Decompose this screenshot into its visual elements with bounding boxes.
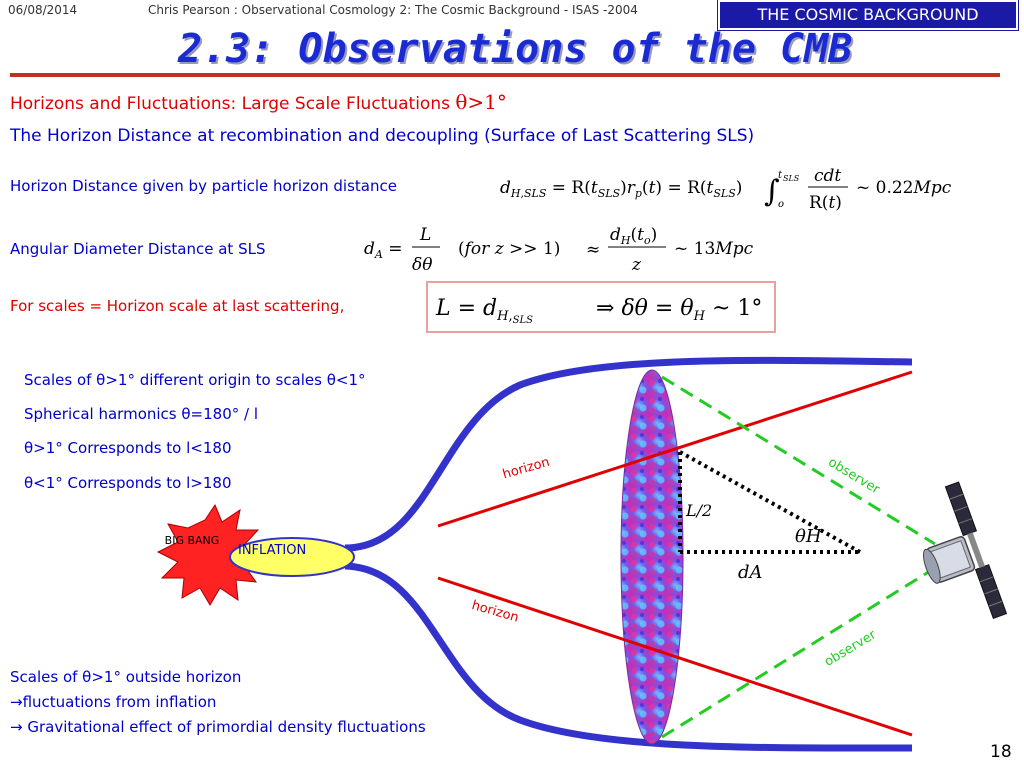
section-badge: THE COSMIC BACKGROUND bbox=[717, 0, 1019, 31]
observer-line-lower bbox=[661, 566, 936, 739]
svg-text:L: L bbox=[419, 225, 431, 245]
particle-horizon-equation: dH,SLS = R(tSLS)rp(t) = R(tSLS) ∫ t SLS … bbox=[496, 163, 976, 213]
page-number: 18 bbox=[990, 742, 1012, 762]
svg-text:t: t bbox=[778, 170, 783, 181]
svg-text:(for z >> 1): (for z >> 1) bbox=[458, 239, 560, 259]
angular-distance-equation-svg: dA = L δθ (for z >> 1) ≈ dH(to) z ~ 13Mp… bbox=[364, 225, 754, 275]
left-note-3: θ>1° Corresponds to l<180 bbox=[24, 439, 232, 457]
satellite-icon bbox=[922, 481, 1008, 619]
page-title: 2.3: Observations of the CMB bbox=[178, 26, 853, 72]
bottom-note-2: →fluctuations from inflation bbox=[10, 693, 217, 711]
horizon-distance-heading: The Horizon Distance at recombination an… bbox=[10, 126, 755, 146]
bottom-note-1: Scales of θ>1° outside horizon bbox=[10, 668, 242, 686]
subtitle-text: Horizons and Fluctuations: Large Scale F… bbox=[10, 94, 450, 114]
universe-cone-lower bbox=[344, 562, 913, 752]
svg-text:dA =: dA = bbox=[364, 239, 403, 261]
horizon-angle-equation-svg: L = dH,SLS ⇒ δθ = θH ~ 1° bbox=[435, 296, 762, 326]
left-note-4: θ<1° Corresponds to l>180 bbox=[24, 474, 232, 492]
left-note-2: Spherical harmonics θ=180° / l bbox=[24, 405, 259, 423]
svg-text:~ 13Mpc: ~ 13Mpc bbox=[674, 239, 754, 259]
bottom-note-3: → Gravitational effect of primordial den… bbox=[10, 718, 426, 736]
inflation-ellipse bbox=[229, 537, 355, 577]
header-date: 06/08/2014 bbox=[8, 3, 78, 17]
subtitle: Horizons and Fluctuations: Large Scale F… bbox=[10, 90, 507, 114]
svg-text:cdt: cdt bbox=[814, 166, 841, 186]
svg-text:R(t): R(t) bbox=[809, 193, 842, 213]
half-length-label: L/2 bbox=[686, 501, 713, 520]
big-bang-star bbox=[156, 503, 264, 606]
particle-horizon-text: Horizon Distance given by particle horiz… bbox=[10, 177, 397, 195]
svg-text:≈: ≈ bbox=[586, 240, 600, 260]
svg-text:z: z bbox=[631, 255, 642, 275]
observer-line-upper bbox=[661, 375, 936, 546]
scales-text: For scales = Horizon scale at last scatt… bbox=[10, 297, 345, 315]
universe-cone-upper bbox=[344, 356, 913, 552]
theta-h-label: θH bbox=[795, 526, 822, 547]
svg-text:δθ: δθ bbox=[412, 255, 432, 275]
d-a-label: dA bbox=[738, 562, 763, 583]
inflation-label: INFLATION bbox=[238, 543, 307, 558]
subtitle-math: θ>1° bbox=[455, 90, 507, 114]
svg-text:L = dH,SLS: L = dH,SLS bbox=[435, 296, 533, 326]
svg-text:⇒ δθ = θH ~ 1°: ⇒ δθ = θH ~ 1° bbox=[596, 296, 762, 324]
svg-text:∫: ∫ bbox=[764, 174, 780, 209]
horizon-line-upper bbox=[437, 370, 913, 528]
title-rule bbox=[10, 73, 1000, 77]
left-note-1: Scales of θ>1° different origin to scale… bbox=[24, 371, 366, 389]
svg-text:dH,SLS = R(tSLS)rp(t) = R(tSLS: dH,SLS = R(tSLS)rp(t) = R(tSLS) bbox=[500, 178, 742, 200]
angular-diameter-text: Angular Diameter Distance at SLS bbox=[10, 240, 266, 258]
horizon-line-lower bbox=[437, 576, 913, 737]
svg-text:~ 0.22Mpc: ~ 0.22Mpc bbox=[856, 178, 952, 198]
horizon-angle-box: L = dH,SLS ⇒ δθ = θH ~ 1° bbox=[426, 281, 776, 333]
cmb-diagram bbox=[156, 356, 1008, 752]
particle-horizon-equation-svg: dH,SLS = R(tSLS)rp(t) = R(tSLS) ∫ t SLS … bbox=[500, 166, 952, 213]
last-scattering-surface bbox=[620, 369, 684, 745]
svg-text:SLS: SLS bbox=[783, 174, 800, 183]
big-bang-label: BIG BANG bbox=[164, 534, 220, 547]
svg-text:dH(to): dH(to) bbox=[610, 225, 657, 247]
svg-text:o: o bbox=[778, 199, 784, 210]
angular-distance-equation: dA = L δθ (for z >> 1) ≈ dH(to) z ~ 13Mp… bbox=[360, 222, 780, 282]
header-credit: Chris Pearson : Observational Cosmology … bbox=[148, 3, 638, 17]
